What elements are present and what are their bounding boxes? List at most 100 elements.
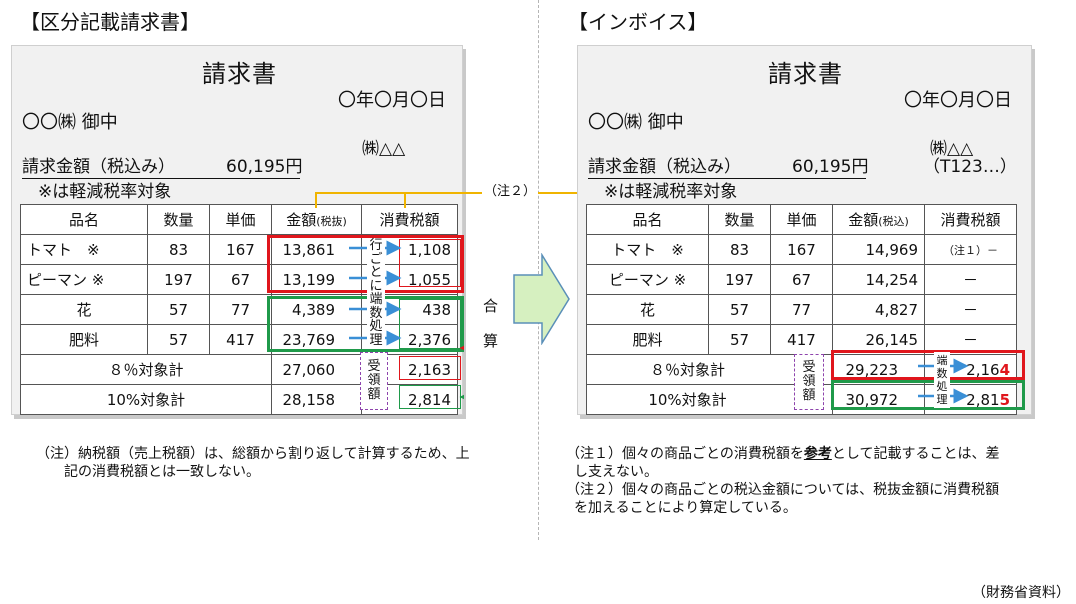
vchar: 理: [936, 393, 948, 406]
vchar: 領: [802, 374, 816, 389]
vchar: 領: [367, 373, 381, 388]
right-note-2: （注２）個々の商品ごとの税込金額については、税抜金額に消費税額 を加えることによ…: [566, 481, 1066, 517]
standard-rate-rows-highlight: [267, 296, 464, 352]
cell-name: 花: [586, 294, 709, 325]
left-reduced-note: ※は軽減税率対象: [38, 182, 172, 202]
cell-name: トマト ※: [586, 234, 709, 265]
vchar: 額: [367, 387, 381, 402]
note2-connector-label: （注２）: [482, 180, 539, 199]
col-header-name: 品名: [586, 204, 709, 235]
vchar: 端: [936, 354, 948, 367]
total-row: 10%対象計 28,158 2,814: [20, 384, 458, 415]
total-label: ８％対象計: [20, 354, 272, 385]
col-header-qty: 数量: [708, 204, 771, 235]
right-invoice-document: 請求書 〇年〇月〇日 〇〇㈱ 御中 ㈱△△ （T123…） 請求金額（税込み） …: [577, 45, 1032, 415]
total-label: 10%対象計: [20, 384, 272, 415]
right-amount-line: 請求金額（税込み） 60,195円: [588, 152, 869, 179]
standard-total-highlight: [831, 380, 1025, 410]
cell-qty: 57: [147, 324, 210, 355]
sum-label-char1: 合: [483, 295, 499, 316]
col-header-amount: 金額(税込): [832, 204, 925, 235]
note1-line2: し支えない。: [574, 464, 658, 480]
left-note: （注）納税額（売上税額）は、総額から割り返して計算するため、上 記の消費税額とは…: [36, 446, 470, 480]
table-row: ピーマン ※ 197 67 14,254 －: [586, 264, 1017, 295]
cell-name: ピーマン ※: [586, 264, 709, 295]
total-rounding-label: 端 数 処 理: [934, 352, 950, 408]
total-amount: 28,158: [271, 384, 362, 415]
total-tax-last-digit: 4: [999, 360, 1010, 379]
vchar: ご: [369, 251, 383, 267]
cell-amount: 13,199: [271, 264, 362, 295]
right-received-amount-label: 受 領 額: [794, 354, 824, 410]
col-header-name: 品名: [20, 204, 148, 235]
vchar: 行: [369, 238, 383, 253]
right-reduced-note: ※は軽減税率対象: [604, 182, 738, 202]
vchar: 受: [367, 359, 381, 374]
left-doc-addressee: 〇〇㈱ 御中: [22, 112, 118, 133]
cell-amount: 4,389: [271, 294, 362, 325]
cell-price: 67: [209, 264, 272, 295]
vchar: に: [369, 278, 383, 294]
cell-amount: 14,254: [832, 264, 925, 295]
total-row: ８％対象計 29,223 2,164: [586, 354, 1017, 385]
reduced-total-highlight: [831, 350, 1025, 380]
note1-emphasis: 参考: [803, 446, 832, 462]
right-amount-label: 請求金額（税込み）: [588, 157, 741, 177]
table-header-row: 品名 数量 単価 金額(税抜) 消費税額: [20, 204, 458, 235]
col-header-qty: 数量: [147, 204, 210, 235]
right-amount-value: 60,195円: [792, 157, 869, 177]
col-header-tax: 消費税額: [361, 204, 458, 235]
cell-name: ピーマン ※: [20, 264, 148, 295]
note2-line1: （注２）個々の商品ごとの税込金額については、税抜金額に消費税額: [566, 482, 1000, 498]
per-item-rounding-label: 行 ご と に 端 数 処 理: [367, 238, 385, 348]
reduced-rate-rows-highlight: [267, 235, 464, 293]
note1-suffix: として記載することは、差: [831, 446, 1000, 462]
rounding-arrows: [349, 240, 402, 346]
vchar: 受: [802, 360, 816, 375]
cell-qty: 83: [708, 234, 771, 265]
total-tax-last-digit: 5: [999, 390, 1010, 409]
left-amount-value: 60,195円: [226, 157, 303, 177]
col-header-price: 単価: [209, 204, 272, 235]
table-row: トマト ※ 83 167 14,969 （注１）－: [586, 234, 1017, 265]
left-arrows-overlay: [349, 240, 464, 403]
vchar: 端: [369, 292, 383, 307]
source-label: （財務省資料）: [972, 585, 1070, 601]
total-tax-main: 2,81: [966, 390, 1000, 409]
cell-qty: 57: [147, 294, 210, 325]
right-arrows-overlay: [918, 358, 969, 404]
left-received-amount-label: 受 領 額: [360, 352, 388, 410]
vchar: と: [369, 265, 383, 280]
table-row: 花 57 77 4,827 －: [586, 294, 1017, 325]
vchar: 数: [369, 305, 383, 321]
vchar: 数: [936, 367, 948, 380]
sum-label-char2: 算: [483, 330, 499, 351]
cell-qty: 57: [708, 324, 771, 355]
vchar: 理: [369, 332, 383, 348]
transition-arrow-icon: [513, 253, 570, 345]
standard-tax-cells-highlight: [399, 299, 461, 349]
left-doc-issuer: ㈱△△: [362, 139, 406, 159]
right-doc-issuer: ㈱△△: [930, 139, 974, 159]
col-header-tax: 消費税額: [924, 204, 1017, 235]
right-doc-addressee: 〇〇㈱ 御中: [588, 112, 684, 133]
vchar: 額: [802, 388, 816, 403]
right-doc-title: 請求書: [768, 60, 843, 88]
cell-tax: （注１）－: [924, 234, 1017, 265]
left-doc-date: 〇年〇月〇日: [338, 90, 446, 111]
col-header-amount-label: 金額: [848, 211, 879, 229]
table-row: ピーマン ※ 197 67 13,199 1,055: [20, 264, 458, 295]
note2-line2: を加えることにより算定している。: [574, 500, 797, 516]
vchar: 処: [936, 380, 948, 393]
right-doc-date: 〇年〇月〇日: [904, 90, 1012, 111]
left-amount-label: 請求金額（税込み）: [22, 157, 175, 177]
col-header-amount-suffix: (税込): [878, 215, 909, 228]
right-doc-issuer-reg: （T123…）: [923, 157, 1017, 177]
right-section-title: 【インボイス】: [568, 10, 708, 34]
total-tax-main: 2,16: [966, 360, 1000, 379]
vchar: 処: [369, 319, 383, 334]
left-section-title: 【区分記載請求書】: [20, 10, 200, 34]
reduced-tax-cells-highlight: [399, 239, 461, 287]
left-amount-line: 請求金額（税込み） 60,195円: [22, 152, 303, 179]
table-header-row: 品名 数量 単価 金額(税込) 消費税額: [586, 204, 1017, 235]
